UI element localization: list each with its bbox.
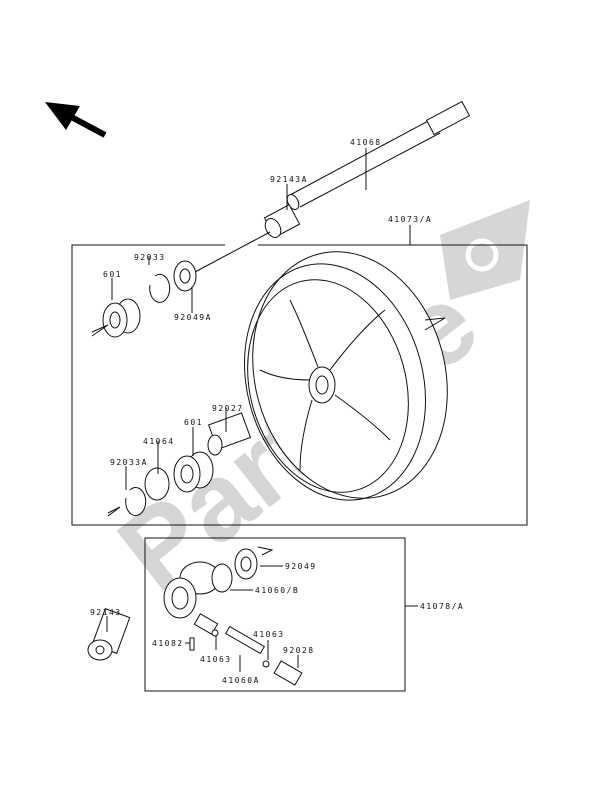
bearing-601-right-part[interactable] <box>173 451 214 493</box>
label-41060b: 41060/B <box>255 586 299 595</box>
label-92027: 92027 <box>212 404 244 413</box>
label-92033: 92033 <box>134 253 166 262</box>
label-92143a: 92143A <box>270 175 308 184</box>
label-41064: 41064 <box>143 437 175 446</box>
washer-41063-part[interactable] <box>211 629 219 637</box>
oil-seal-92049-part[interactable] <box>234 548 258 580</box>
gearbox-housing-part[interactable] <box>163 561 221 635</box>
label-41078a: 41078/A <box>420 602 464 611</box>
axle-part[interactable] <box>285 100 471 212</box>
circlip-92033-part[interactable] <box>149 273 171 303</box>
label-92049a: 92049A <box>174 313 212 322</box>
washer-41063-second-part[interactable] <box>262 660 270 668</box>
collar-92143a-part[interactable] <box>262 204 301 240</box>
bushing-92028-part[interactable] <box>273 660 303 686</box>
collar-92143-part[interactable] <box>87 608 131 661</box>
collar-92027-part[interactable] <box>207 412 252 456</box>
label-601-left: 601 <box>103 270 122 279</box>
oil-seal-92049a-part[interactable] <box>173 260 197 292</box>
label-92143: 92143 <box>90 608 122 617</box>
label-92033a: 92033A <box>110 458 148 467</box>
front-wheel-part[interactable] <box>219 230 474 521</box>
gear-41060b-part[interactable] <box>211 563 233 593</box>
wheel-assembly-box <box>71 244 528 526</box>
label-41068: 41068 <box>350 138 382 147</box>
label-92049: 92049 <box>285 562 317 571</box>
label-41073a: 41073/A <box>388 215 432 224</box>
bearing-601-left-part[interactable] <box>102 298 141 338</box>
label-92028: 92028 <box>283 646 315 655</box>
gearbox-assembly-box <box>144 537 406 692</box>
pinion-41060a-part[interactable] <box>224 625 266 655</box>
label-601-right: 601 <box>184 418 203 427</box>
pin-41082-part[interactable] <box>189 637 195 651</box>
watermark-flag-icon <box>440 200 530 300</box>
label-41060a: 41060A <box>222 676 260 685</box>
leader-lines <box>106 148 418 672</box>
retainer-41064-part[interactable] <box>144 467 170 501</box>
label-41063-upper: 41063 <box>253 630 285 639</box>
label-41082: 41082 <box>152 639 184 648</box>
circlip-92033a-part[interactable] <box>125 487 147 516</box>
label-41063-lower: 41063 <box>200 655 232 664</box>
front-direction-arrow-icon <box>45 102 107 138</box>
